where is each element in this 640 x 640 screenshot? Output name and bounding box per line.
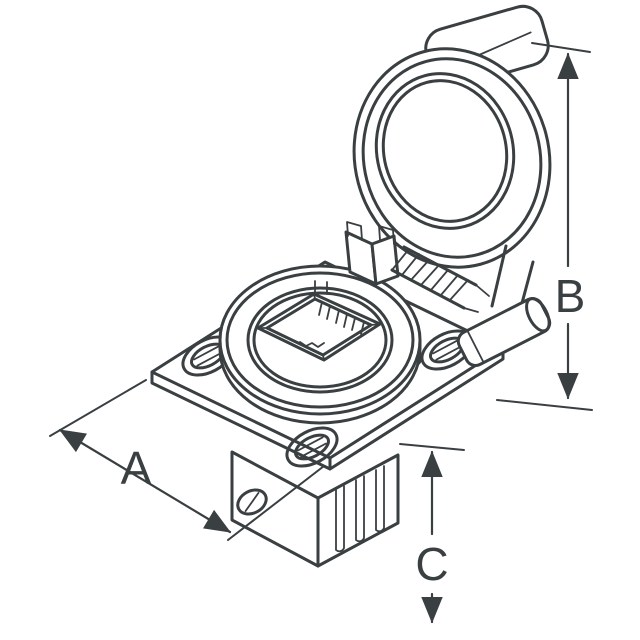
connector-rear-body — [230, 450, 400, 568]
mounting-hole — [285, 426, 339, 468]
body-screw — [236, 488, 268, 516]
hinge-bracket — [344, 221, 400, 286]
spring-coils — [391, 248, 469, 301]
hinge-pivot-cylinder — [456, 297, 552, 367]
body-contact-leads — [335, 465, 385, 553]
dimension-b: B — [496, 42, 593, 411]
dimension-a-label: A — [121, 442, 152, 494]
protective-cap — [352, 4, 552, 320]
latch-slot — [299, 341, 325, 348]
rj45-jack-opening — [256, 292, 382, 362]
dimension-c: C — [399, 443, 465, 624]
dimension-c-label: C — [415, 538, 448, 590]
dimension-b-label: B — [555, 270, 586, 322]
jack-contacts — [318, 301, 365, 335]
dimension-a: A — [49, 379, 325, 541]
keying-notch — [314, 280, 328, 295]
spring-ends — [463, 284, 490, 313]
hinge-spring — [390, 245, 490, 313]
